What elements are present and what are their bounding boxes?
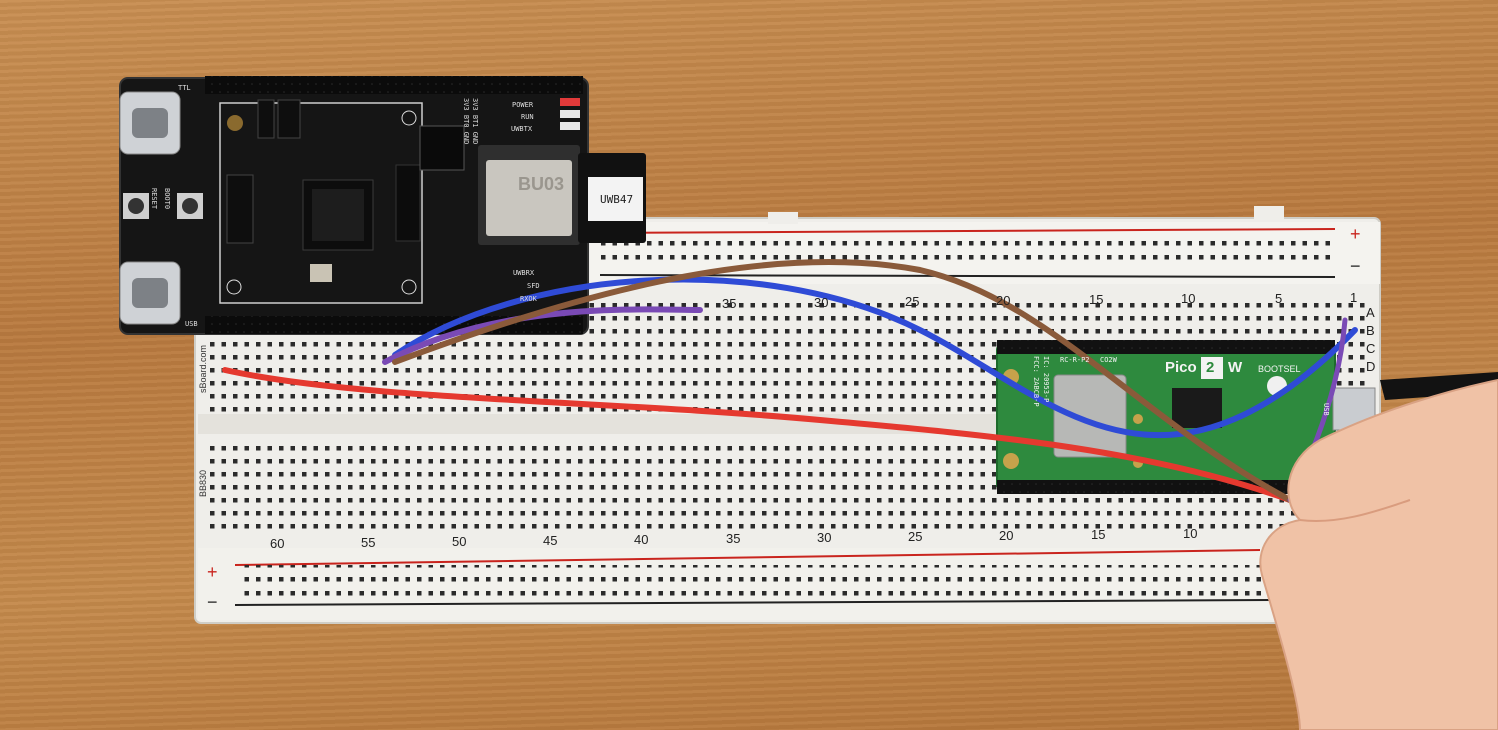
pin-label-rxok: RXOK bbox=[520, 295, 537, 303]
bb-bottom-number: 15 bbox=[1091, 527, 1106, 542]
bb-bottom-number: 45 bbox=[543, 533, 558, 548]
led-label-uwbtx: UWBTX bbox=[511, 125, 533, 133]
bb-top-number: 25 bbox=[905, 294, 920, 309]
hand bbox=[1259, 378, 1498, 730]
jumper-label: 3V3 BT1 GND bbox=[471, 98, 479, 145]
led-label-power: POWER bbox=[512, 101, 534, 109]
bb-bottom-number: 50 bbox=[452, 534, 467, 549]
bb-bottom-number: 40 bbox=[634, 532, 649, 547]
bb-top-number: 35 bbox=[722, 296, 737, 311]
pico-cert-label: FCC: 2ABCB-P bbox=[1032, 356, 1040, 407]
ttl-label: TTL bbox=[178, 84, 191, 92]
bb-bottom-number: 30 bbox=[817, 530, 832, 545]
pico-version: 2 bbox=[1206, 359, 1215, 376]
bb-bottom-number: 25 bbox=[908, 529, 923, 544]
bb-row-letter: C bbox=[1366, 341, 1376, 356]
usb-label: USB bbox=[185, 320, 198, 328]
boot-label: BOOT0 bbox=[163, 188, 171, 210]
bb-top-number: 15 bbox=[1089, 292, 1104, 307]
breadboard bbox=[194, 206, 1381, 624]
bb-row-letter: D bbox=[1366, 359, 1376, 374]
breadboard-brand: sBoard.com bbox=[198, 345, 208, 394]
jumper-wires bbox=[222, 259, 1358, 503]
dongle-label: UWB47 bbox=[600, 193, 634, 206]
bb-bottom-number: 60 bbox=[270, 536, 285, 551]
rail-plus-label: + bbox=[207, 562, 218, 582]
bb-row-letter: A bbox=[1366, 305, 1375, 320]
bb-top-number: 10 bbox=[1181, 291, 1196, 306]
pico-suffix: W bbox=[1228, 359, 1243, 376]
rail-minus-label: − bbox=[207, 592, 218, 612]
pico-cert-label: IC: 20953-P bbox=[1042, 356, 1050, 403]
jumper-label: 3V3 BT0 GND bbox=[462, 98, 470, 145]
pin-label-sfd: SFD bbox=[527, 282, 540, 290]
pico-usb-label: USB bbox=[1322, 403, 1330, 416]
bb-bottom-number: 35 bbox=[726, 531, 741, 546]
bb-top-number: 1 bbox=[1350, 290, 1358, 305]
uwb-dev-board bbox=[119, 76, 646, 335]
bb-top-number: 30 bbox=[814, 295, 829, 310]
bb-bottom-number: 55 bbox=[361, 535, 376, 550]
bb-row-letter: B bbox=[1366, 323, 1375, 338]
rail-minus-label: − bbox=[1350, 256, 1361, 276]
led-label-run: RUN bbox=[521, 113, 534, 121]
pico-cert-label: CO2W bbox=[1100, 356, 1117, 364]
pin-label-uwbrx: UWBRX bbox=[513, 269, 535, 277]
module-chip-label: BU03 bbox=[518, 174, 565, 194]
bb-bottom-number: 10 bbox=[1183, 526, 1198, 541]
bb-top-number: 5 bbox=[1275, 291, 1283, 306]
reset-label: RESET bbox=[150, 188, 158, 210]
breadboard-model: BB830 bbox=[198, 470, 208, 498]
pico-cert-label: RC-R-P2 bbox=[1060, 356, 1090, 364]
bb-top-number: 20 bbox=[996, 293, 1011, 308]
bootsel-label: BOOTSEL bbox=[1258, 364, 1301, 374]
bb-bottom-number: 20 bbox=[999, 528, 1014, 543]
pico-name: Pico bbox=[1165, 359, 1197, 376]
rail-plus-label: + bbox=[1350, 224, 1361, 244]
